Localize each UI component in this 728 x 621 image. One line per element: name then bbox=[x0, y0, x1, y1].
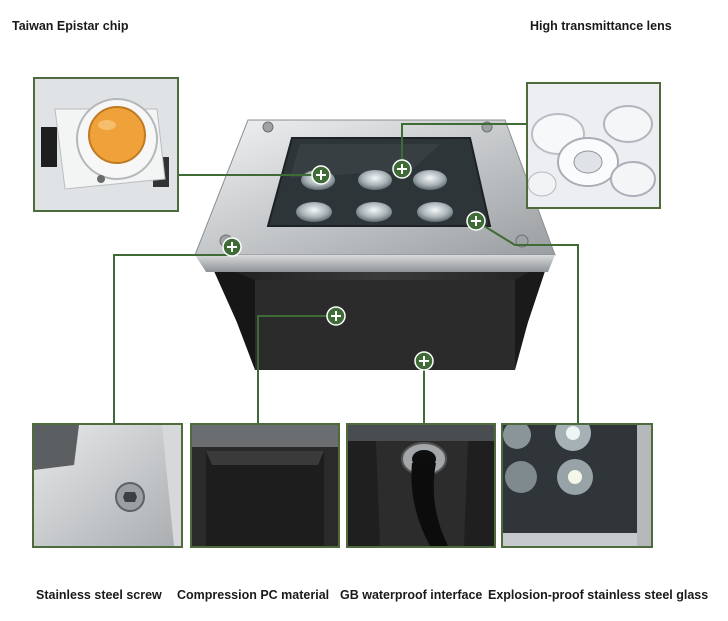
line-screw bbox=[113, 250, 233, 424]
label-screw: Stainless steel screw bbox=[36, 588, 162, 602]
markers bbox=[222, 159, 486, 371]
line-glass bbox=[475, 220, 579, 424]
label-glass: Explosion-proof stainless steel glass bbox=[488, 588, 709, 602]
plus-circle-icon bbox=[311, 165, 331, 185]
line-lens bbox=[401, 123, 527, 169]
label-waterproof: GB waterproof interface bbox=[340, 588, 483, 602]
steel-top-frame bbox=[194, 119, 556, 272]
label-chip: Taiwan Epistar chip bbox=[12, 19, 129, 33]
detail-glass-image bbox=[501, 423, 653, 548]
housing-body bbox=[210, 262, 548, 370]
label-lens: High transmittance lens bbox=[530, 19, 672, 33]
detail-screw-image bbox=[32, 423, 183, 548]
detail-chip-image bbox=[33, 77, 179, 212]
detail-waterproof-image bbox=[346, 423, 496, 548]
detail-lens-image bbox=[526, 82, 661, 209]
plus-circle-icon bbox=[326, 306, 346, 326]
plus-circle-icon bbox=[466, 211, 486, 231]
plus-circle-icon bbox=[222, 237, 242, 257]
plus-circle-icon bbox=[414, 351, 434, 371]
line-pc bbox=[257, 315, 336, 424]
label-pc: Compression PC material bbox=[177, 588, 330, 602]
connector-lines bbox=[113, 123, 579, 424]
detail-pc-image bbox=[190, 423, 340, 548]
plus-circle-icon bbox=[392, 159, 412, 179]
